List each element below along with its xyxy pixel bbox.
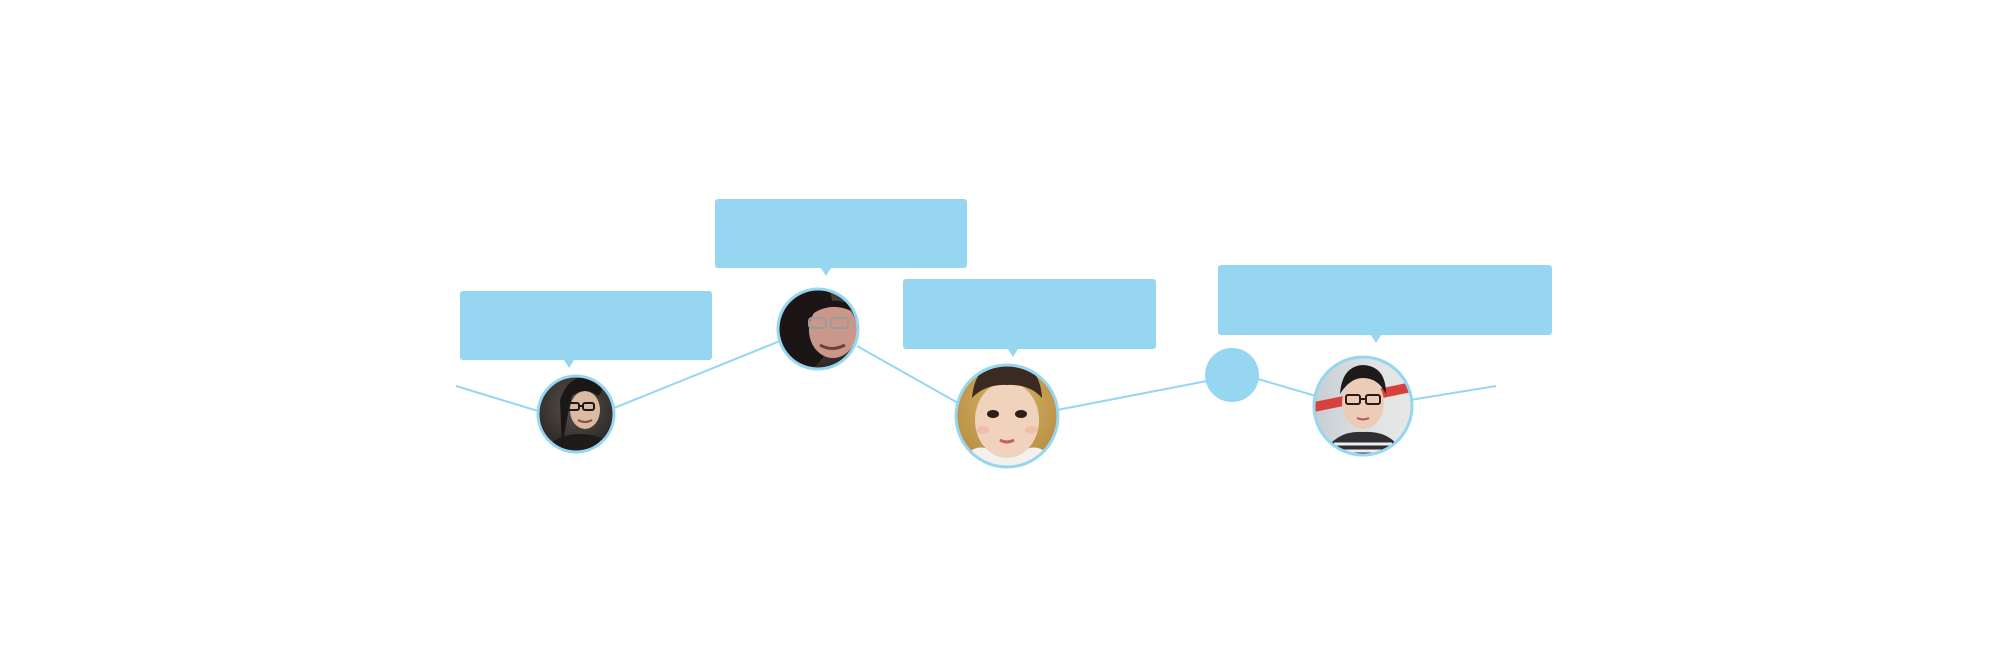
callout-person-1 <box>460 291 712 368</box>
avatar-person-3 <box>954 363 1060 469</box>
callout-person-3 <box>903 279 1156 357</box>
timeline-connector <box>455 340 1497 412</box>
timeline-dot <box>1205 348 1259 402</box>
avatar-person-2 <box>776 287 860 371</box>
callout-person-2 <box>715 199 967 276</box>
avatar-person-1 <box>536 374 616 454</box>
avatar-person-4 <box>1312 355 1414 457</box>
callout-person-4 <box>1218 265 1552 343</box>
